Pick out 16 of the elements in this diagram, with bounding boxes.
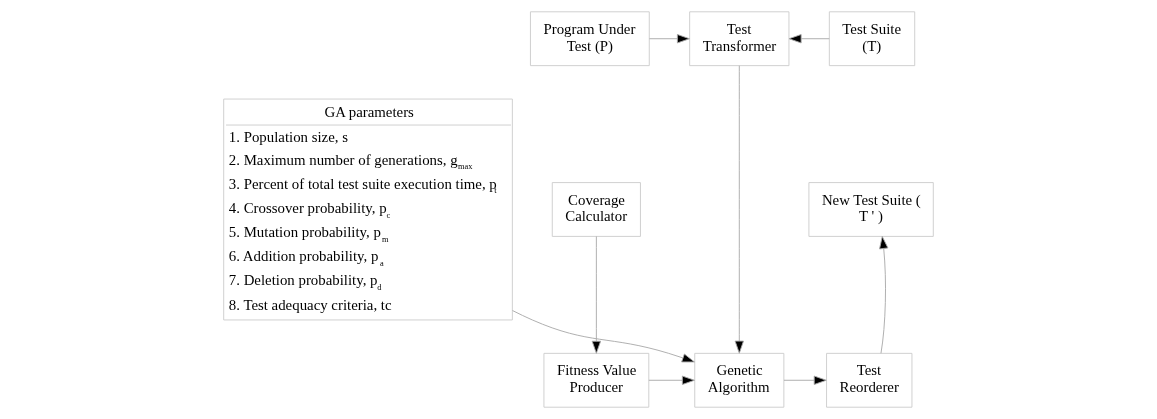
node-box: Test Reorderer <box>826 352 913 408</box>
node-box: New Test Suite ( T ' ) <box>808 182 934 237</box>
arrow <box>512 310 695 363</box>
node-box: Genetic Algorithm <box>694 352 785 408</box>
node-box: Coverage Calculator <box>551 182 641 237</box>
arrow <box>879 236 889 354</box>
node-box: Test Transformer <box>689 11 790 67</box>
arrow <box>783 375 827 385</box>
arrow <box>591 236 602 354</box>
node-box: Fitness Value Producer <box>543 352 650 408</box>
arrow <box>788 34 830 44</box>
node-box: Program Under Test (P) <box>530 11 650 67</box>
node-box: Test Suite (T) <box>828 11 916 67</box>
arrow <box>734 65 744 354</box>
arrow <box>648 375 695 385</box>
arrow <box>648 34 690 44</box>
